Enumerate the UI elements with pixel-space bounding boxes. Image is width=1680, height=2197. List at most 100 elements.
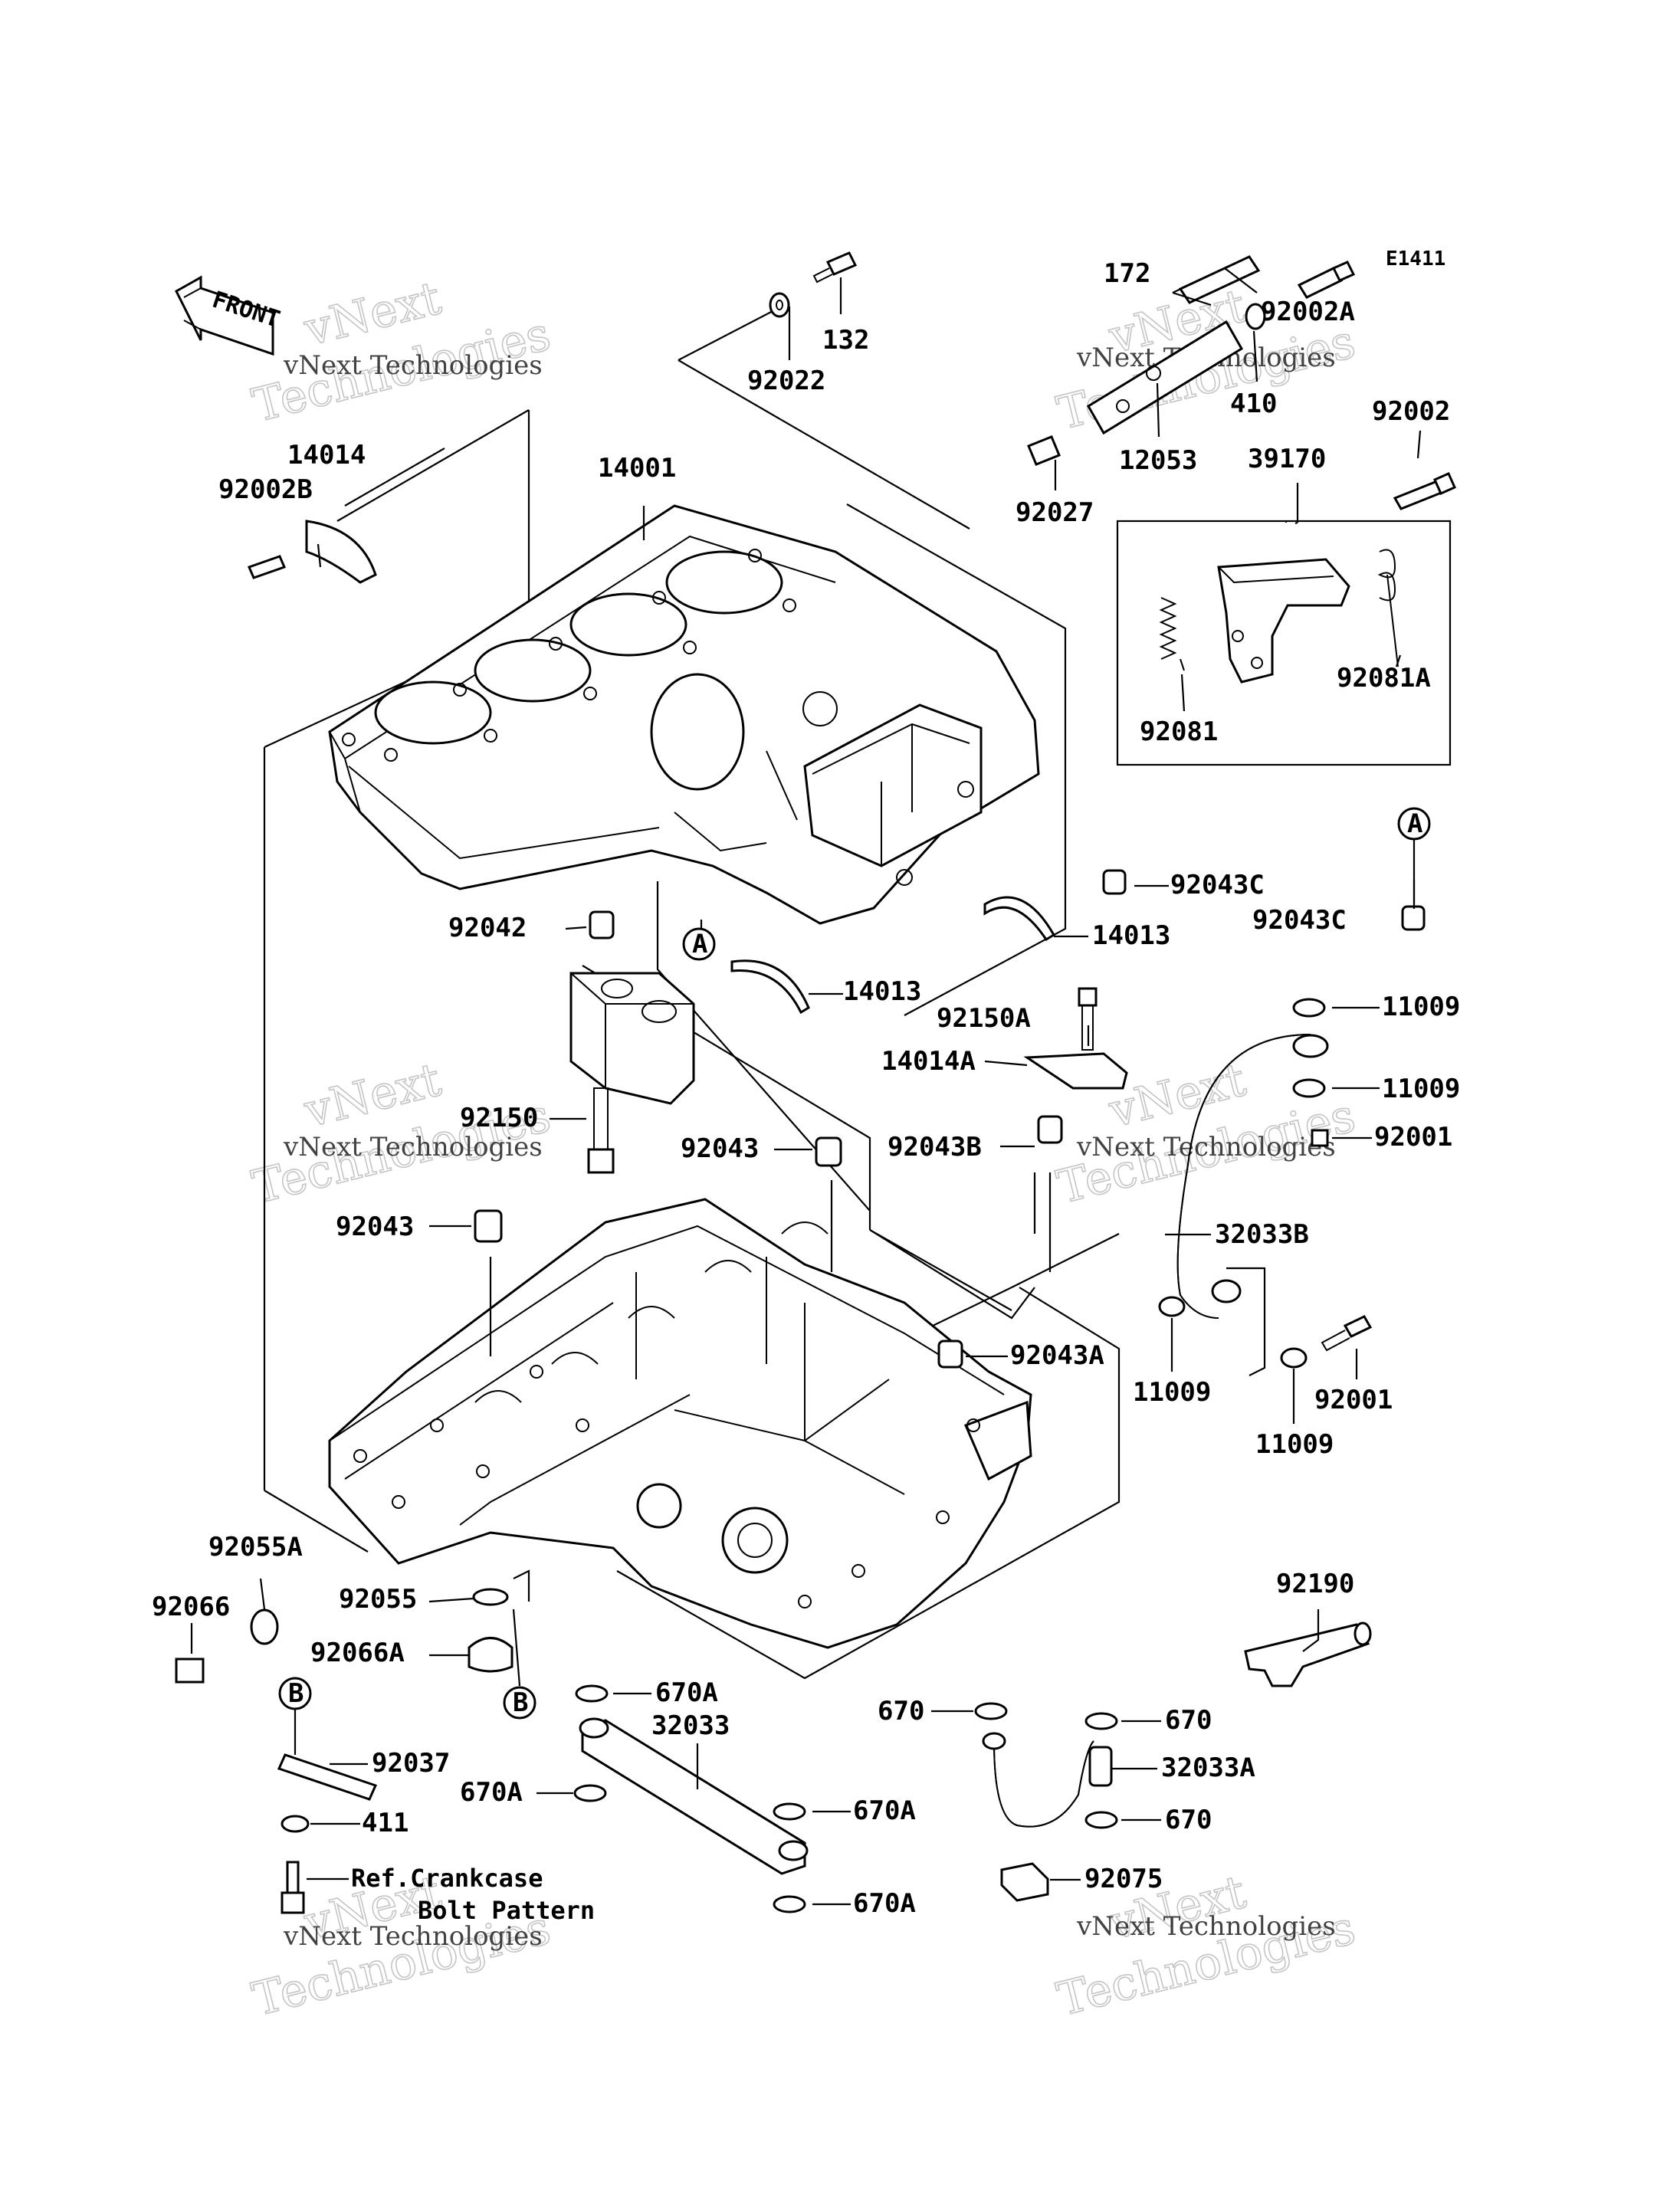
bolt-92001-a (1311, 1129, 1329, 1147)
part-label: 11009 (1255, 1429, 1334, 1460)
part-label: 670 (1165, 1805, 1212, 1835)
watermark-caption: vNext Technologies (283, 1132, 543, 1162)
cylinder-bore-2 (474, 638, 592, 703)
watermark-caption: vNext Technologies (283, 1921, 543, 1952)
plug-92066 (175, 1658, 205, 1684)
part-label: 11009 (1382, 1074, 1460, 1104)
part-label: 92066A (310, 1638, 405, 1668)
upper-crankcase (328, 504, 1040, 925)
part-label: 32033 (651, 1710, 730, 1741)
oring-670-a (974, 1702, 1008, 1720)
part-label: 92002 (1372, 396, 1450, 427)
bracket-14014A (1023, 1052, 1128, 1090)
part-label: 92043C (1170, 870, 1265, 900)
oring-670A-c (773, 1802, 806, 1821)
marker-a-upper (682, 927, 716, 961)
part-label: 670A (853, 1795, 916, 1826)
dowel-92043A (937, 1340, 963, 1369)
ref-note-line1: Ref.Crankcase (351, 1864, 543, 1893)
hose-92190 (1244, 1623, 1370, 1687)
part-label: 132 (822, 325, 869, 356)
part-label: 39170 (1248, 444, 1326, 474)
lower-crankcase (328, 1198, 1032, 1649)
part-label: 411 (362, 1808, 409, 1838)
bearing-14013-lower (730, 959, 810, 1015)
marker-label: B (288, 1678, 304, 1709)
part-label: 670A (853, 1888, 916, 1919)
cylinder-bore-1 (374, 680, 492, 745)
part-label: 11009 (1133, 1377, 1211, 1408)
part-label: 92037 (372, 1748, 450, 1779)
part-label: 92055 (339, 1584, 417, 1615)
bolt-92150 (593, 1087, 609, 1150)
bolt-132 (812, 251, 858, 284)
bolt-92150A (1078, 987, 1098, 1007)
part-label: 14013 (1092, 920, 1170, 951)
oring-670A-d (773, 1895, 806, 1913)
washer-11009-a (1292, 998, 1326, 1018)
stud-172 (1178, 255, 1261, 304)
front-arrow-icon: FRONT (175, 275, 283, 356)
part-label: 92002B (218, 474, 313, 505)
part-label: 92001 (1314, 1385, 1393, 1415)
cylinder-bore-3 (569, 592, 687, 657)
part-label: 92027 (1016, 497, 1094, 528)
clamp-92075 (1000, 1862, 1049, 1902)
part-label: 92042 (448, 913, 527, 943)
marker-label: A (1407, 808, 1422, 839)
oring-92055A (250, 1608, 279, 1645)
oring-92055 (472, 1588, 509, 1606)
ref-note-line2: Bolt Pattern (418, 1896, 595, 1925)
part-label: 92081A (1337, 663, 1431, 694)
part-label: 92022 (747, 366, 825, 396)
part-label: 92001 (1374, 1122, 1452, 1153)
washer-92022 (769, 292, 790, 318)
marker-label: A (692, 929, 707, 959)
watermark-caption: vNext Technologies (1076, 1911, 1336, 1942)
bolt-92002 (1393, 480, 1445, 510)
oring-670-c (1084, 1811, 1118, 1829)
part-label: 92081 (1140, 716, 1218, 747)
washer-11009-c (1158, 1296, 1186, 1317)
washer-11009-b (1292, 1078, 1326, 1098)
part-label: 14014 (287, 440, 366, 471)
watermark-caption: vNext Technologies (283, 350, 543, 381)
washer-411 (281, 1815, 310, 1833)
watermark-caption: vNext Technologies (1076, 1132, 1336, 1162)
dowel-92042 (589, 910, 615, 939)
part-label: 92150A (937, 1003, 1031, 1034)
oring-670A-a (575, 1684, 609, 1703)
part-label: 92055A (208, 1532, 303, 1562)
part-label: 92043 (336, 1212, 414, 1242)
part-label: 12053 (1119, 445, 1197, 476)
diagram-code: E1411 (1386, 248, 1445, 271)
circle-markers: A A B B (278, 807, 1431, 1720)
dowel-92043C-right (1401, 905, 1426, 931)
spring-92081 (1159, 597, 1177, 660)
part-label: 92043C (1252, 905, 1347, 936)
part-label: 670A (655, 1677, 718, 1708)
oring-670A-b (573, 1784, 607, 1802)
pipe-32033 (581, 1719, 806, 1875)
dowel-92043-lower (474, 1209, 503, 1243)
marker-b-lower (503, 1686, 536, 1720)
part-label: 670 (878, 1696, 924, 1726)
bolt-92002B (247, 555, 287, 579)
oring-670-b (1084, 1712, 1118, 1730)
part-label: 92043B (888, 1132, 982, 1162)
pipe-32033A (993, 1740, 1094, 1828)
bolt-92001-b (1343, 1315, 1373, 1338)
cylinder-bore-4 (665, 550, 783, 615)
part-label: 32033A (1161, 1753, 1255, 1783)
dowel-92043C-upper (1102, 869, 1127, 895)
part-label: 92150 (460, 1103, 538, 1133)
washer-11009-d (1280, 1347, 1308, 1369)
pin-92027 (1027, 435, 1061, 466)
part-label: 92043A (1010, 1340, 1104, 1371)
dowel-92043 (815, 1136, 842, 1167)
tensioner-39170 (1217, 558, 1350, 684)
ref-note: Ref.Crankcase Bolt Pattern (307, 1864, 595, 1925)
plate-92037 (277, 1753, 378, 1801)
bearing-14013-upper (983, 896, 1056, 942)
